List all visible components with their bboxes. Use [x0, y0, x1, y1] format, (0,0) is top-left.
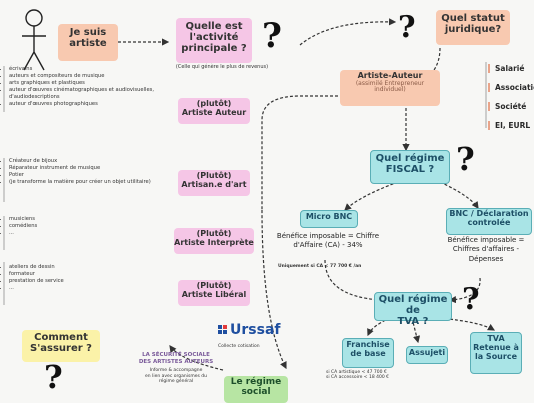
- artist-box: Je suis artiste: [58, 24, 118, 61]
- fiscal-question-box: Quel régime FISCAL ?: [370, 150, 450, 184]
- status-item: Salarié: [488, 64, 524, 73]
- social-box: Le régime social: [224, 376, 288, 403]
- main-question-label: Quelle est l'activité principale ?: [181, 21, 247, 54]
- activity-list-liberal: ateliers de dessin formateur prestation …: [2, 264, 170, 292]
- question-mark-icon: ?: [462, 282, 480, 317]
- assujetti-box: Assujeti: [406, 346, 448, 364]
- activity-list-interprete: musiciens comédiens ...: [2, 216, 170, 237]
- status-item: Association: [488, 83, 534, 92]
- secu-note: Informe & accompagne en lien avec organi…: [145, 368, 207, 385]
- how-label: Comment S'assurer ?: [30, 332, 92, 354]
- artiste-auteur-title: Artiste-Auteur: [357, 71, 423, 80]
- activity-list-auteur: écrivains auteurs et compositeurs de mus…: [2, 66, 170, 108]
- activity-artisan-box: (Plutôt) Artisan.e d'art: [178, 170, 250, 196]
- bnc-declaration-box: BNC / Déclaration controlée: [446, 208, 532, 235]
- how-box: Comment S'assurer ?: [22, 330, 100, 362]
- franchise-note: si CA artistique < 47 700 € si CA access…: [326, 370, 390, 380]
- list-item: Potier: [9, 172, 170, 179]
- fiscal-question-label: Quel régime FISCAL ?: [375, 153, 445, 175]
- status-item: EI, EURL: [488, 121, 530, 130]
- list-item: formateur: [9, 271, 170, 278]
- urssaf-note: Collecte cotisation: [218, 344, 260, 349]
- activity-auteur-box: (plutôt) Artiste Auteur: [178, 98, 250, 124]
- social-label: Le régime social: [230, 377, 282, 397]
- list-item: auteurs et compositeurs de musique: [9, 73, 170, 80]
- tva-question-box: Quel régime de TVA ?: [374, 292, 452, 327]
- activity-label: (Plutôt) Artiste Interprète: [174, 229, 254, 247]
- status-item: Société: [488, 102, 526, 111]
- list-item: auteur d'œuvres photographiques: [9, 101, 170, 108]
- activity-interprete-box: (Plutôt) Artiste Interprète: [174, 228, 254, 254]
- list-item: ateliers de dessin: [9, 264, 170, 271]
- franchise-label: Franchise de base: [346, 340, 390, 358]
- tva-retenue-box: TVA Retenue à la Source: [470, 332, 522, 374]
- activity-list-artisan: Créateur de bijoux Réparateur instrument…: [2, 158, 170, 186]
- activity-liberal-box: (Plutôt) Artiste Libéral: [178, 280, 250, 306]
- stick-figure-icon: [22, 9, 46, 71]
- micro-bnc-label: Micro BNC: [305, 212, 353, 221]
- tva-question-label: Quel régime de TVA ?: [378, 294, 448, 327]
- status-question-label: Quel statut juridique?: [441, 13, 505, 35]
- list-item: ...: [9, 285, 170, 292]
- list-item: prestation de service: [9, 278, 170, 285]
- micro-bnc-text: Bénéfice imposable = Chiffre d'Affaire (…: [276, 232, 380, 250]
- bnc-declaration-text: Bénéfice imposable = Chiffres d'affaires…: [447, 236, 525, 263]
- list-item: ...: [9, 230, 170, 237]
- main-question-note: (Celle qui génère le plus de revenus): [175, 64, 269, 70]
- artiste-auteur-box: Artiste-Auteur (assimilé Entrepreneur in…: [340, 70, 440, 106]
- activity-label: (plutôt) Artiste Auteur: [181, 99, 247, 117]
- micro-bnc-note: Uniquement si CA < 77 700 € /an: [278, 264, 362, 269]
- micro-bnc-box: Micro BNC: [300, 210, 358, 228]
- urssaf-mark-icon: [218, 325, 227, 334]
- activity-label: (Plutôt) Artisan.e d'art: [181, 171, 247, 189]
- franchise-box: Franchise de base: [342, 338, 394, 368]
- assujetti-label: Assujeti: [408, 348, 446, 357]
- list-item: arts graphiques et plastiques: [9, 80, 170, 87]
- list-item: écrivains: [9, 66, 170, 73]
- list-item: auteur d'œuvres cinématographiques et au…: [9, 87, 170, 101]
- question-mark-icon: ?: [456, 140, 475, 178]
- list-item: Réparateur instrument de musique: [9, 165, 170, 172]
- activity-label: (Plutôt) Artiste Libéral: [181, 281, 247, 299]
- bnc-declaration-label: BNC / Déclaration controlée: [449, 209, 529, 227]
- artist-label: Je suis artiste: [69, 27, 107, 49]
- list-item: (je transforme la matière pour créer un …: [9, 179, 170, 186]
- list-item: musiciens: [9, 216, 170, 223]
- question-mark-icon: ?: [398, 10, 416, 45]
- urssaf-logo: Urssaf Collecte cotisation: [218, 322, 288, 349]
- artiste-auteur-subtitle: (assimilé Entrepreneur individuel): [355, 79, 425, 94]
- question-mark-icon: ?: [44, 358, 63, 396]
- status-question-box: Quel statut juridique?: [436, 10, 510, 45]
- secu-name: LA SÉCURITÉ SOCIALE DES ARTISTES AUTEURS: [138, 352, 214, 365]
- list-item: comédiens: [9, 223, 170, 230]
- main-question-box: Quelle est l'activité principale ?: [176, 18, 252, 63]
- tva-retenue-label: TVA Retenue à la Source: [473, 334, 519, 361]
- list-item: Créateur de bijoux: [9, 158, 170, 165]
- secu-logo: LA SÉCURITÉ SOCIALE DES ARTISTES AUTEURS…: [128, 352, 224, 385]
- question-mark-icon: ?: [262, 16, 282, 56]
- urssaf-name: Urssaf: [230, 322, 281, 338]
